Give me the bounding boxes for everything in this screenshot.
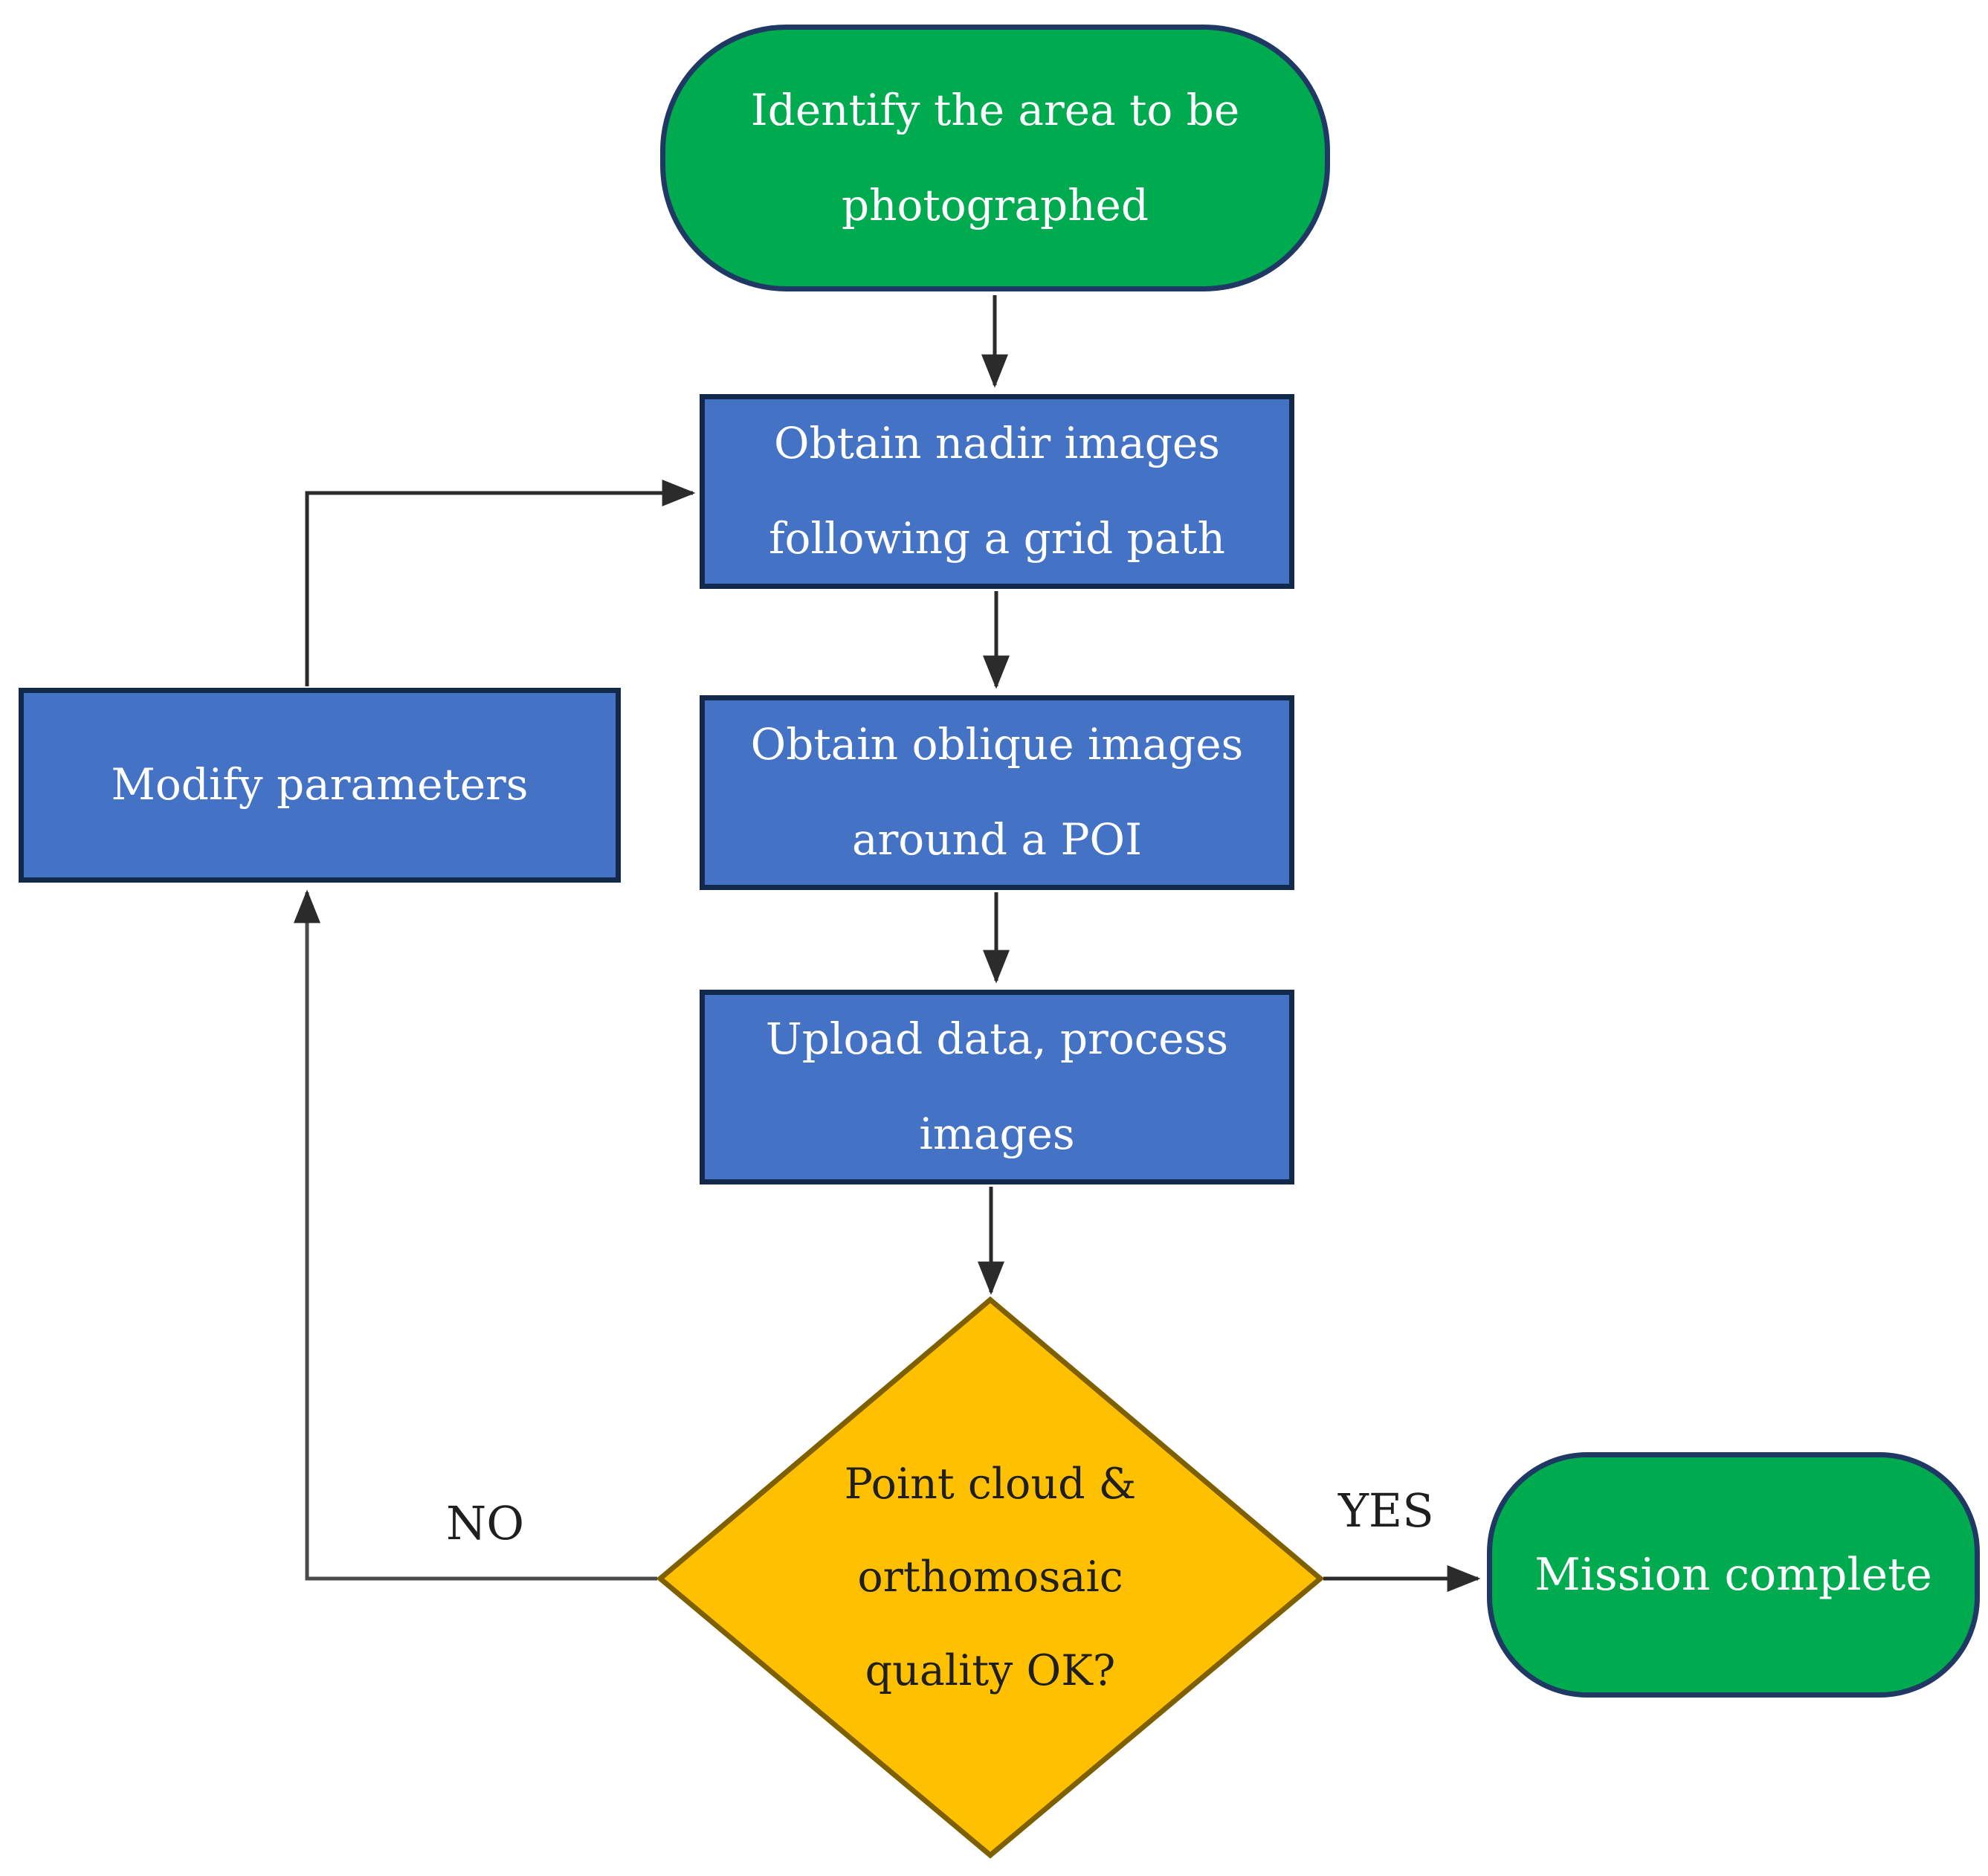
node-decision: Point cloud & orthomosaic quality OK?: [767, 1428, 1213, 1728]
node-label-line: orthomosaic: [857, 1553, 1123, 1602]
arrow-modify-to-nadir: [305, 480, 696, 686]
node-label-line: Obtain nadir images: [773, 418, 1221, 469]
node-modify-parameters: Modify parameters: [19, 688, 621, 883]
arrow-no-to-modify: [294, 889, 657, 1581]
node-obtain-nadir: Obtain nadir images following a grid pat…: [700, 394, 1294, 589]
decision-diamond-shape: [656, 1296, 1325, 1859]
node-label-line: Obtain oblique images: [750, 719, 1244, 770]
node-label-line: following a grid path: [769, 513, 1225, 564]
node-mission-complete: Mission complete: [1487, 1452, 1980, 1698]
node-start: Identify the area to be photographed: [660, 25, 1330, 291]
node-label-line: Point cloud &: [844, 1459, 1137, 1509]
node-label-line: photographed: [842, 179, 1149, 231]
node-upload-process: Upload data, process images: [700, 990, 1294, 1184]
node-label-line: around a POI: [852, 814, 1142, 865]
edge-label-yes: YES: [1338, 1483, 1434, 1538]
node-label-line: quality OK?: [865, 1645, 1116, 1695]
node-obtain-oblique: Obtain oblique images around a POI: [700, 695, 1294, 890]
node-label-line: Modify parameters: [111, 759, 529, 810]
node-label-line: images: [919, 1109, 1075, 1159]
edge-label-no: NO: [446, 1496, 525, 1550]
node-label-line: Upload data, process: [765, 1013, 1229, 1065]
node-label-line: Identify the area to be: [750, 84, 1240, 135]
node-label-line: Mission complete: [1534, 1549, 1932, 1601]
